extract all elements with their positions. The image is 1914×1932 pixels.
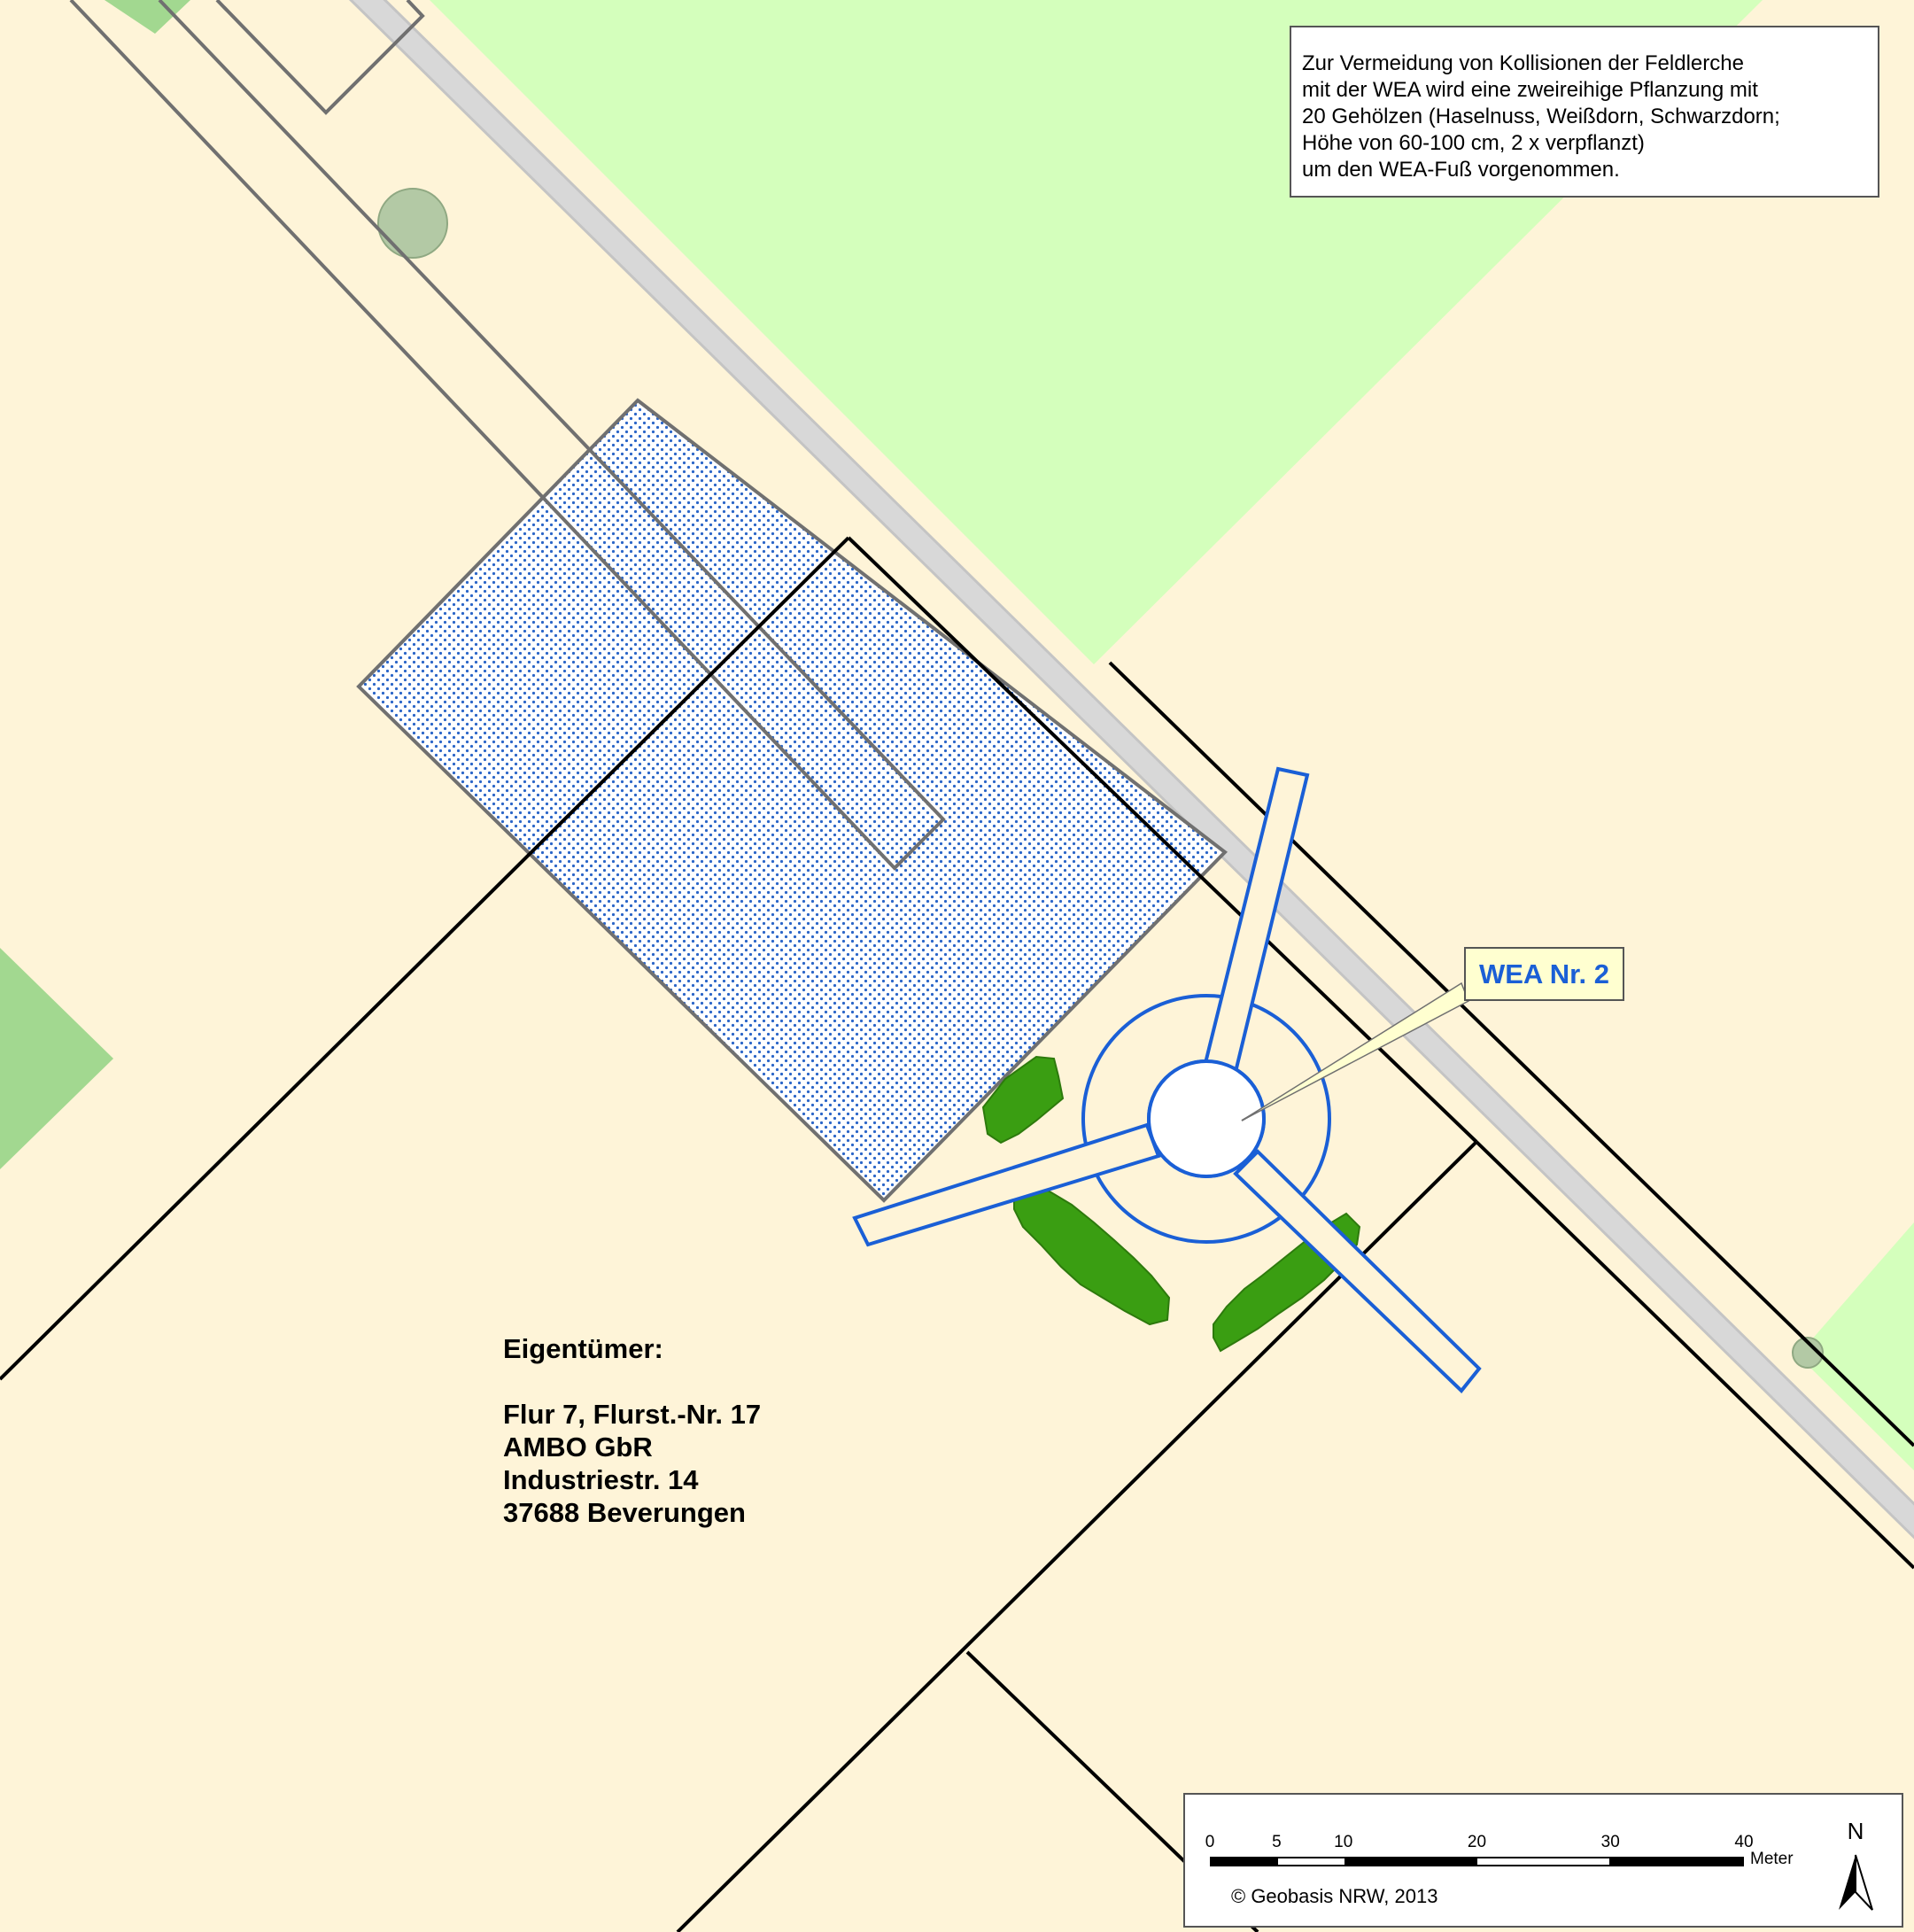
north-arrow: N — [1833, 1818, 1878, 1915]
info-line: Höhe von 60-100 cm, 2 x verpflanzt) — [1302, 131, 1645, 155]
info-line: 20 Gehölzen (Haselnuss, Weißdorn, Schwar… — [1302, 105, 1780, 128]
shrub-icon — [981, 1055, 1065, 1144]
tree-icon — [377, 188, 448, 259]
wind-turbine-icon — [852, 766, 1482, 1393]
turbine-working-area — [1081, 994, 1331, 1244]
scale-tick-label: 20 — [1467, 1833, 1487, 1851]
info-line: Zur Vermeidung von Kollisionen der Feldl… — [1302, 51, 1744, 75]
scale-segment — [1277, 1858, 1344, 1865]
north-letter: N — [1847, 1818, 1864, 1844]
owner-info: Eigentümer: Flur 7, Flurst.-Nr. 17 AMBO … — [503, 1332, 761, 1529]
info-box: Zur Vermeidung von Kollisionen der Feldl… — [1290, 26, 1879, 198]
owner-line: 37688 Beverungen — [503, 1497, 746, 1528]
scale-segment — [1212, 1858, 1278, 1865]
scale-segment — [1609, 1858, 1742, 1865]
scale-tick-label: 10 — [1334, 1833, 1353, 1851]
access-path-outline — [69, 0, 946, 871]
owner-line: AMBO GbR — [503, 1432, 653, 1463]
copyright-text: © Geobasis NRW, 2013 — [1231, 1885, 1438, 1907]
scale-segment — [1344, 1858, 1477, 1865]
shrub-icon — [1013, 1181, 1171, 1326]
owner-line: Flur 7, Flurst.-Nr. 17 — [503, 1399, 762, 1430]
legend-box: 0 5 10 20 30 40 Meter © Geobasis NRW, 20… — [1183, 1793, 1903, 1928]
owner-line: Industriestr. 14 — [503, 1464, 699, 1495]
scale-tick-label: 0 — [1205, 1833, 1215, 1851]
tree-icon — [1792, 1337, 1824, 1369]
scale-segment — [1476, 1858, 1610, 1865]
scale-bar — [1210, 1857, 1744, 1866]
scale-tick-label: 40 — [1734, 1833, 1754, 1851]
rotor-blade-southeast — [1233, 1149, 1482, 1393]
info-line: um den WEA-Fuß vorgenommen. — [1302, 158, 1620, 182]
scale-tick-label: 30 — [1600, 1833, 1620, 1851]
meadow-area-west — [0, 948, 113, 1169]
info-line: mit der WEA wird eine zweireihige Pflanz… — [1302, 78, 1758, 102]
meadow-area-east — [1798, 1222, 1914, 1470]
building-outline — [215, 0, 425, 115]
owner-heading: Eigentümer: — [503, 1333, 663, 1364]
scale-tick-label: 5 — [1272, 1833, 1282, 1851]
north-arrow-icon — [1839, 1854, 1873, 1911]
scale-unit-label: Meter — [1750, 1850, 1794, 1868]
wea-label: WEA Nr. 2 — [1464, 947, 1624, 1001]
crane-pad-area — [356, 398, 1228, 1203]
road-surface — [353, 0, 1914, 1536]
